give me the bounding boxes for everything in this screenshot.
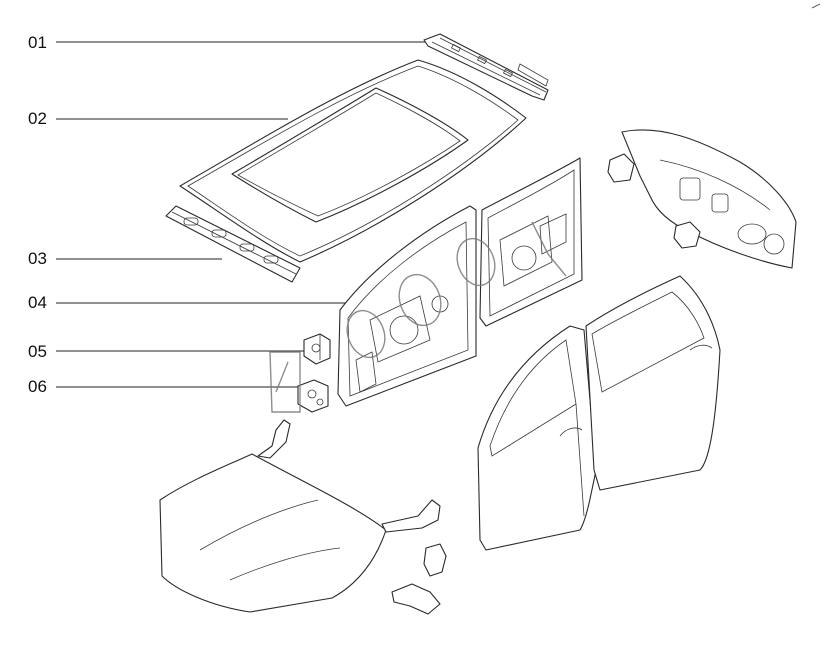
callout-label-03: 03 (28, 249, 47, 268)
roof-front-rail[interactable] (423, 33, 549, 101)
rear-door-inner-panel[interactable] (479, 157, 583, 327)
callout-02[interactable]: 02 (28, 109, 288, 128)
callout-label-06: 06 (28, 377, 47, 396)
callout-03[interactable]: 03 (28, 249, 222, 268)
watermark (269, 221, 567, 413)
hood-panel[interactable] (159, 419, 447, 615)
callout-05[interactable]: 05 (28, 342, 312, 361)
corner-mark (811, 3, 821, 9)
door-hinge-lower[interactable] (297, 379, 329, 413)
callout-04[interactable]: 04 (28, 293, 352, 312)
callout-06[interactable]: 06 (28, 377, 303, 396)
callout-label-02: 02 (28, 109, 47, 128)
door-hinge-upper[interactable] (303, 333, 331, 365)
side-doors-outer[interactable] (477, 275, 721, 551)
callout-label-05: 05 (28, 342, 47, 361)
roof-panel-with-sunroof[interactable] (179, 59, 527, 263)
roof-rear-rail[interactable] (165, 205, 301, 283)
front-door-inner-panel[interactable] (337, 205, 477, 407)
callout-label-04: 04 (28, 293, 47, 312)
tailgate-inner-panel[interactable] (607, 129, 797, 269)
callout-01[interactable]: 01 (28, 33, 432, 52)
callout-label-01: 01 (28, 33, 47, 52)
